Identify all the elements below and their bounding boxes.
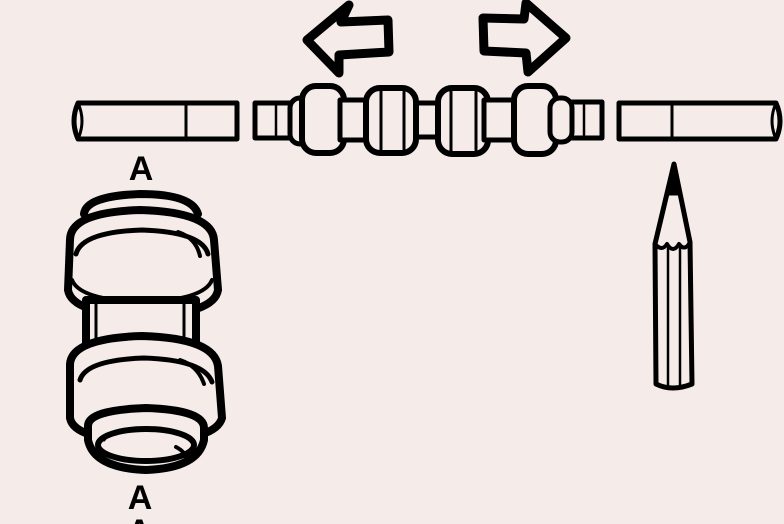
pencil-icon [652,161,695,391]
right-pipe [616,100,783,142]
arrow-right-icon [478,0,571,77]
assembled-coupling [252,83,605,157]
coupling-detail [64,190,226,474]
label-a-top: A [128,150,154,188]
left-pipe [71,100,240,142]
label-a-bottom-cut: A [127,515,151,524]
label-a-bottom: A [127,479,153,517]
arrow-left-icon [302,0,394,78]
